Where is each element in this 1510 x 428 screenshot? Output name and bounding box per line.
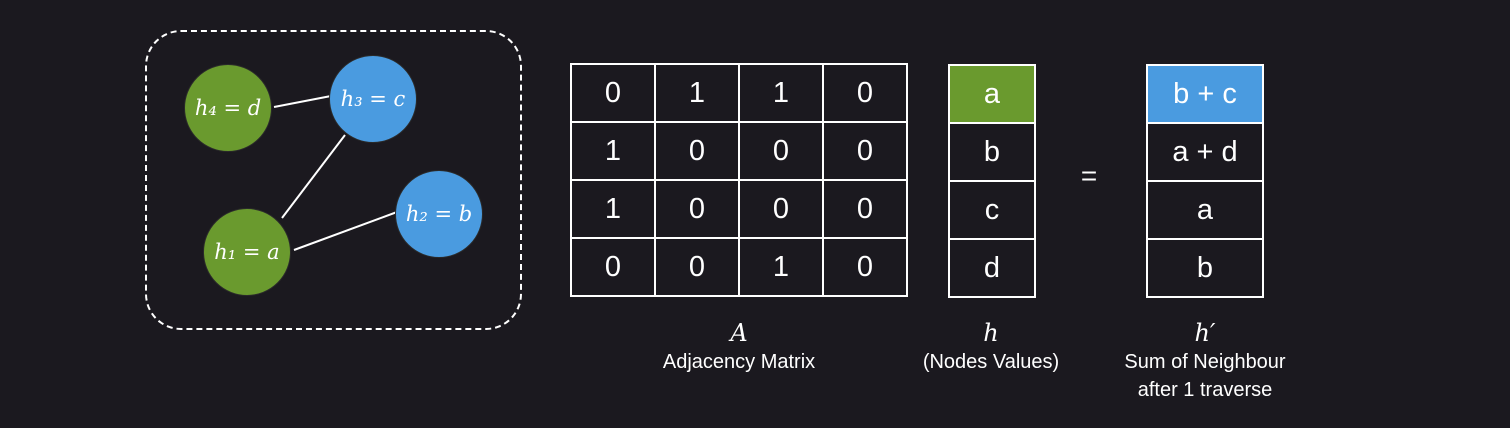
matrix-cell: 1 — [654, 63, 740, 123]
matrix-row: 0 0 1 0 — [570, 237, 908, 297]
matrix-cell: 0 — [822, 179, 908, 239]
matrix-cell: 0 — [822, 237, 908, 297]
matrix-cell: 1 — [738, 237, 824, 297]
matrix-cell: 0 — [822, 121, 908, 181]
result-caption: h′ Sum of Neighbour after 1 traverse — [1094, 318, 1316, 404]
result-cell: a — [1146, 180, 1264, 240]
matrix-cell: 0 — [570, 63, 656, 123]
vector-cell: d — [948, 238, 1036, 298]
node-values-label: (Nodes Values) — [922, 351, 1060, 373]
matrix-cell: 0 — [570, 237, 656, 297]
node-h2: h₂ = b — [395, 170, 483, 258]
matrix-cell: 0 — [654, 237, 740, 297]
matrix-row: 1 0 0 0 — [570, 179, 908, 239]
vector-cell: b — [948, 122, 1036, 182]
matrix-cell: 0 — [822, 63, 908, 123]
node-values-vector: a b c d — [948, 64, 1036, 298]
node-h4: h₄ = d — [184, 64, 272, 152]
result-vector: b + c a + d a b — [1146, 64, 1264, 298]
matrix-cell: 0 — [738, 179, 824, 239]
matrix-row: 1 0 0 0 — [570, 121, 908, 181]
node-h1: h₁ = a — [203, 208, 291, 296]
matrix-cell: 1 — [570, 121, 656, 181]
result-label-line2: after 1 traverse — [1137, 379, 1273, 401]
matrix-cell: 0 — [654, 121, 740, 181]
matrix-cell: 0 — [738, 121, 824, 181]
vector-cell: c — [948, 180, 1036, 240]
graph-frame — [145, 30, 522, 330]
result-cell: b + c — [1146, 64, 1264, 124]
node-values-symbol: h — [983, 319, 999, 347]
matrix-cell: 1 — [738, 63, 824, 123]
equals-sign: = — [1080, 160, 1098, 191]
adjacency-caption: A Adjacency Matrix — [618, 318, 860, 376]
result-symbol: h′ — [1194, 319, 1216, 347]
node-h3: h₃ = c — [329, 55, 417, 143]
vector-cell: a — [948, 64, 1036, 124]
result-cell: a + d — [1146, 122, 1264, 182]
adjacency-symbol: A — [730, 319, 748, 347]
result-label-line1: Sum of Neighbour — [1124, 351, 1286, 373]
matrix-cell: 0 — [654, 179, 740, 239]
adjacency-label: Adjacency Matrix — [662, 351, 816, 373]
result-cell: b — [1146, 238, 1264, 298]
matrix-cell: 1 — [570, 179, 656, 239]
node-values-caption: h (Nodes Values) — [898, 318, 1084, 376]
matrix-row: 0 1 1 0 — [570, 63, 908, 123]
adjacency-matrix: 0 1 1 0 1 0 0 0 1 0 0 0 0 0 1 0 — [570, 63, 908, 297]
